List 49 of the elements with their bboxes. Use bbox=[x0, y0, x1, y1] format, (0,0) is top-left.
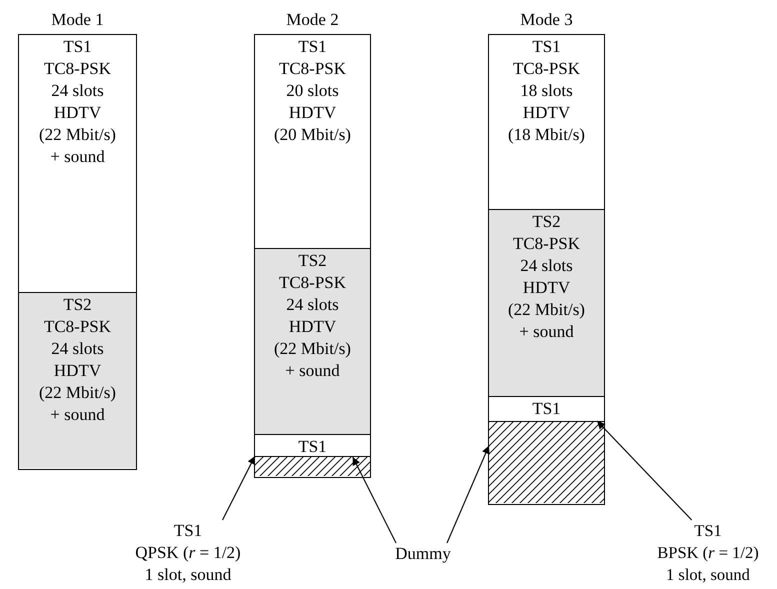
hatched-block bbox=[255, 456, 370, 476]
block-text: 24 slots bbox=[51, 81, 104, 100]
block-text: + sound bbox=[50, 405, 105, 424]
block-text: (18 Mbit/s) bbox=[508, 125, 585, 144]
block-text: TC8-PSK bbox=[44, 317, 112, 336]
block-text: HDTV bbox=[522, 103, 570, 122]
block-text: + sound bbox=[50, 147, 105, 166]
block-text: HDTV bbox=[288, 317, 336, 336]
stream-block bbox=[255, 248, 370, 434]
block-text: (20 Mbit/s) bbox=[274, 125, 351, 144]
hatched-block bbox=[489, 421, 604, 503]
column-heading: Mode 2 bbox=[286, 10, 339, 30]
leader-arrow bbox=[446, 445, 490, 544]
block-text: (22 Mbit/s) bbox=[274, 339, 351, 358]
block-text: + sound bbox=[285, 361, 340, 380]
block-text: TS2 bbox=[63, 295, 92, 314]
block-text: TC8-PSK bbox=[44, 59, 112, 78]
block-text: TS1 bbox=[298, 437, 327, 456]
column-heading: Mode 1 bbox=[51, 10, 104, 30]
callout-text: TS1 BPSK (r = 1/2) 1 slot, sound bbox=[640, 520, 776, 586]
block-text: TC8-PSK bbox=[278, 59, 346, 78]
stream-block bbox=[489, 209, 604, 396]
block-text: TS1 bbox=[63, 37, 92, 56]
block-text: TS2 bbox=[532, 212, 561, 231]
block-text: TS2 bbox=[298, 251, 327, 270]
block-text: 24 slots bbox=[51, 339, 104, 358]
block-text: HDTV bbox=[522, 278, 570, 297]
block-text: HDTV bbox=[54, 361, 102, 380]
leader-arrow bbox=[222, 456, 256, 520]
block-text: (22 Mbit/s) bbox=[508, 300, 585, 319]
block-text: 24 slots bbox=[286, 295, 339, 314]
block-text: 18 slots bbox=[520, 81, 573, 100]
block-text: 20 slots bbox=[286, 81, 339, 100]
block-text: TS1 bbox=[298, 37, 327, 56]
block-text: TS1 bbox=[532, 399, 561, 418]
block-text: HDTV bbox=[288, 103, 336, 122]
block-text: TS1 bbox=[532, 37, 561, 56]
block-text: TC8-PSK bbox=[512, 234, 580, 253]
column-heading: Mode 3 bbox=[520, 10, 573, 30]
block-text: + sound bbox=[519, 322, 574, 341]
stream-block bbox=[19, 292, 136, 468]
block-text: TC8-PSK bbox=[278, 273, 346, 292]
block-text: (22 Mbit/s) bbox=[39, 383, 116, 402]
callout-text: Dummy bbox=[393, 543, 453, 565]
callout-text: TS1 QPSK (r = 1/2) 1 slot, sound bbox=[113, 520, 263, 586]
block-text: HDTV bbox=[54, 103, 102, 122]
block-text: TC8-PSK bbox=[512, 59, 580, 78]
block-text: (22 Mbit/s) bbox=[39, 125, 116, 144]
block-text: 24 slots bbox=[520, 256, 573, 275]
